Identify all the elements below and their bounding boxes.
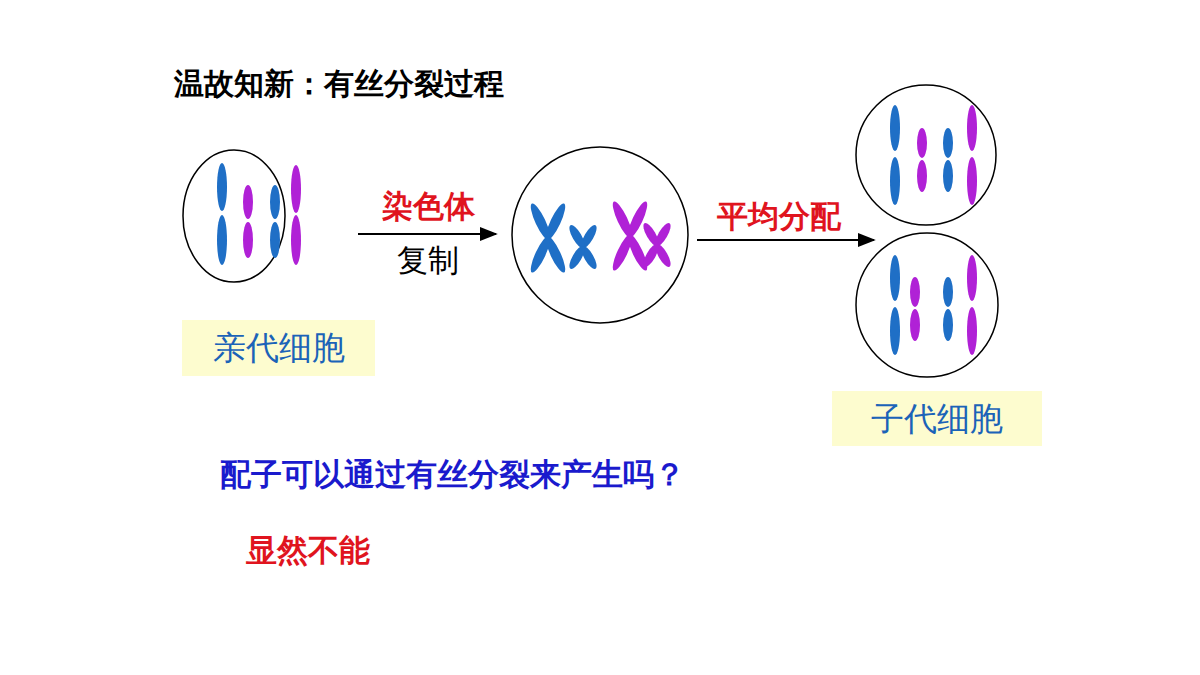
process-arrow bbox=[358, 233, 496, 235]
daughter-cell bbox=[856, 85, 996, 225]
daughter-cell bbox=[856, 233, 998, 377]
label-box: 子代细胞 bbox=[832, 391, 1042, 446]
parent-cell bbox=[183, 150, 301, 282]
step-label: 复制 bbox=[397, 242, 459, 279]
dividing-cell bbox=[512, 147, 688, 323]
label-text: 子代细胞 bbox=[871, 399, 1003, 439]
step-label: 染色体 bbox=[382, 188, 475, 225]
answer-text: 显然不能 bbox=[246, 532, 370, 569]
title: 温故知新：有丝分裂过程 bbox=[174, 66, 504, 102]
step-label: 平均分配 bbox=[717, 198, 841, 235]
label-text: 亲代细胞 bbox=[213, 328, 345, 368]
label-box: 亲代细胞 bbox=[182, 320, 375, 376]
question-text: 配子可以通过有丝分裂来产生吗？ bbox=[220, 456, 685, 493]
process-arrow bbox=[697, 239, 874, 241]
